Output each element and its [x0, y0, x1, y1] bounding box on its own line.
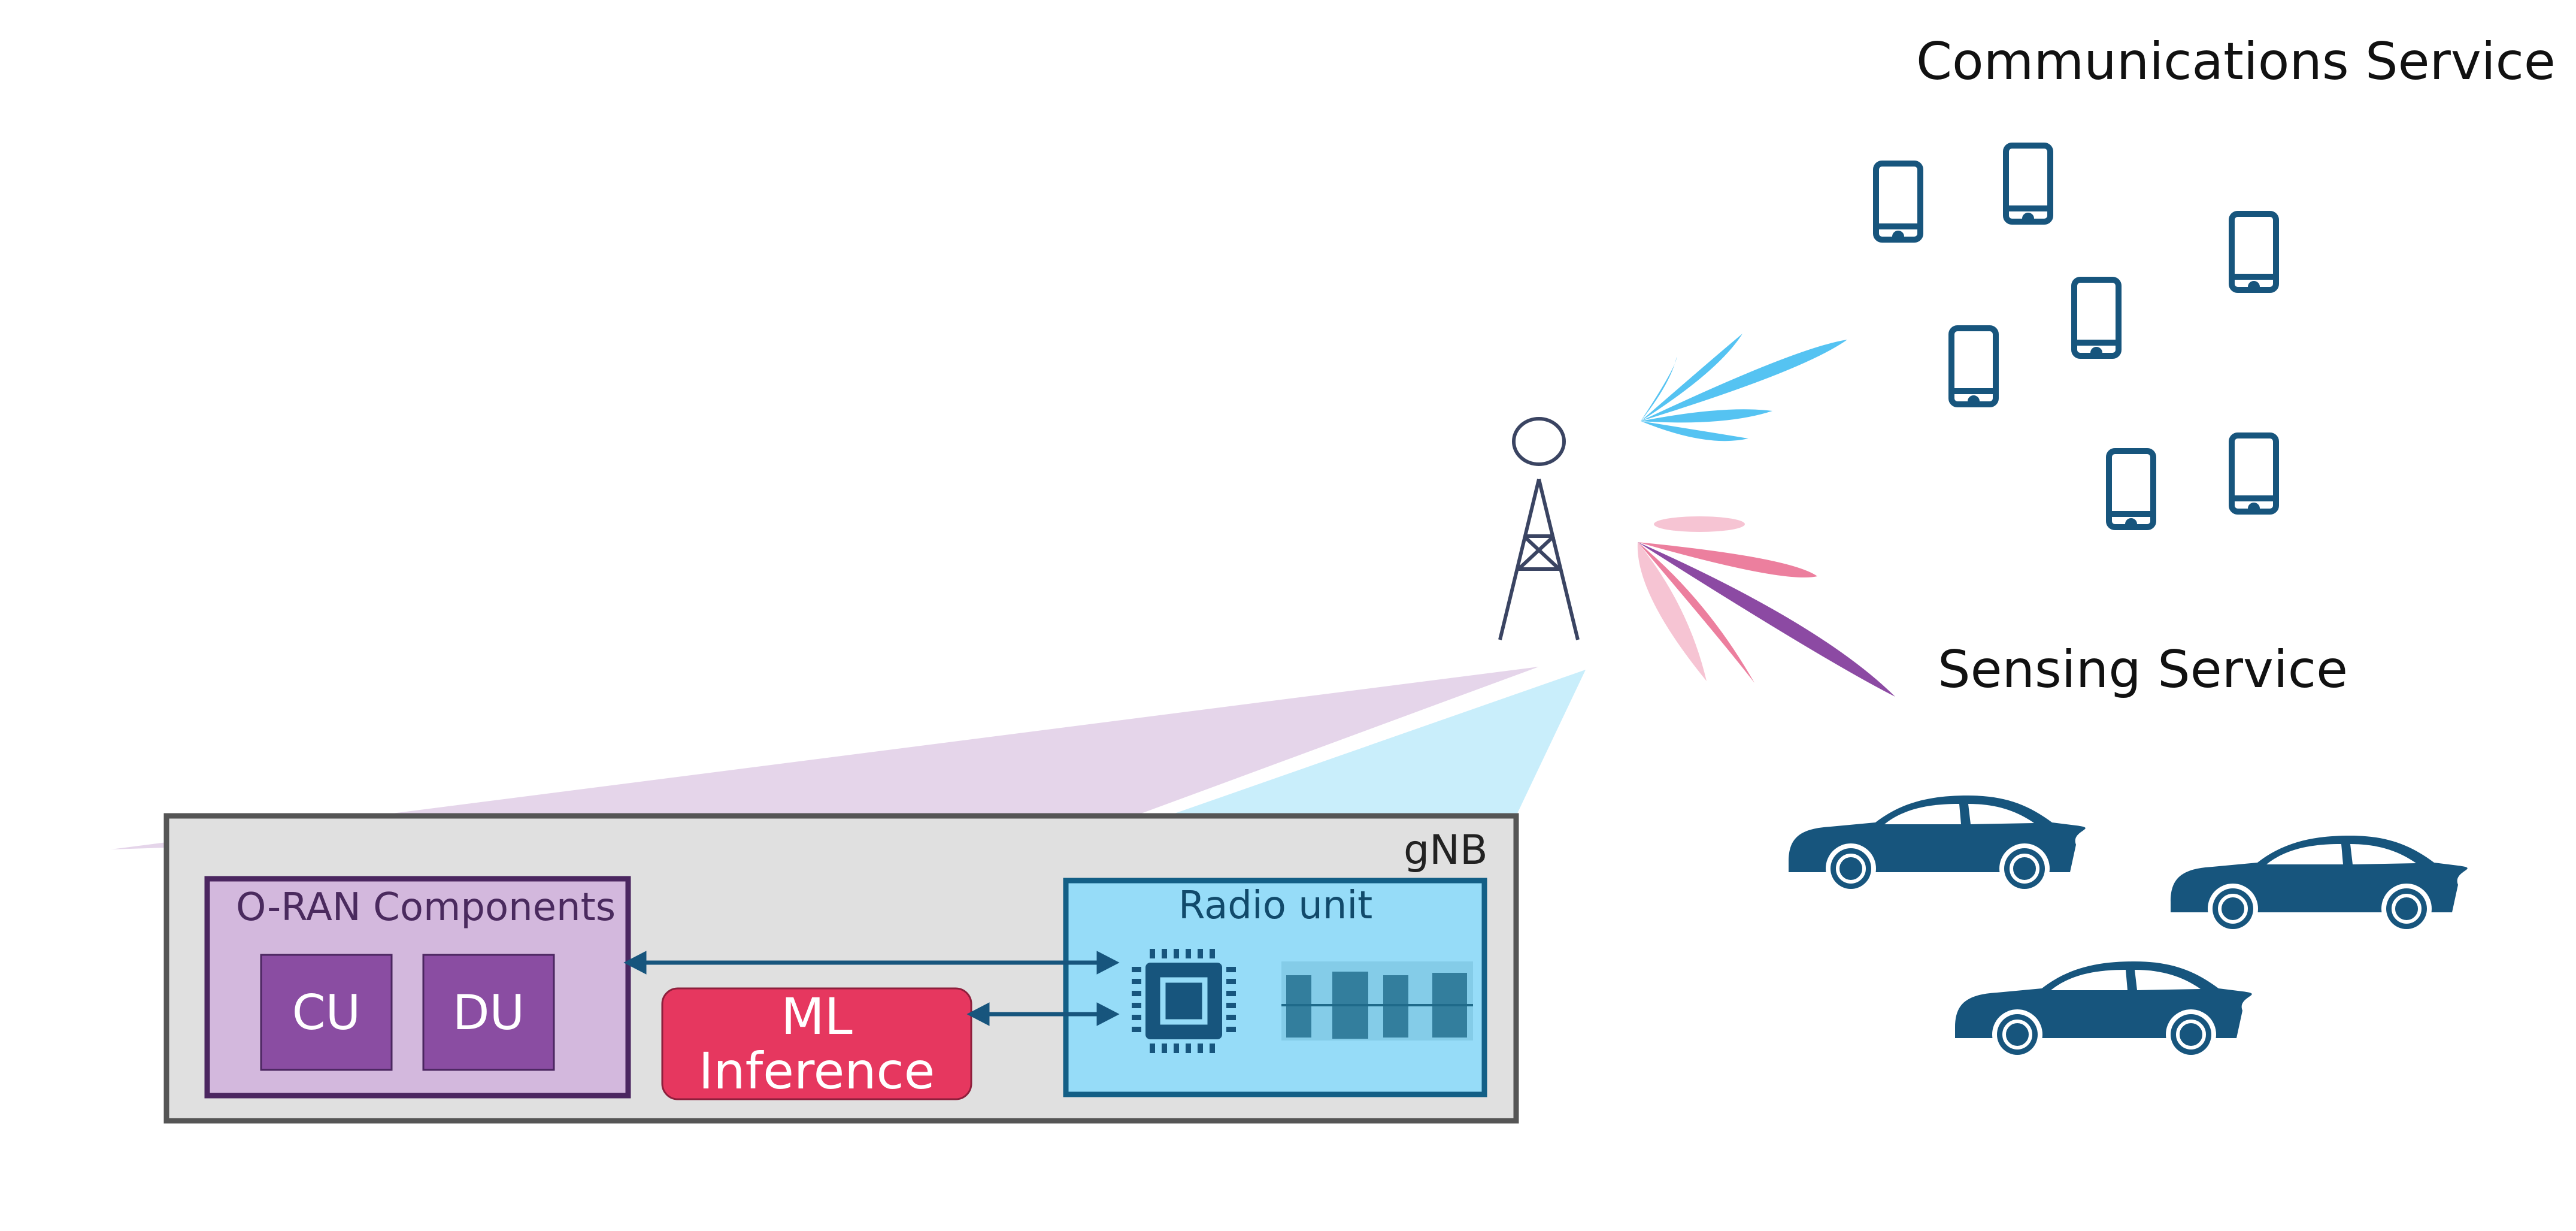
- car-icon: [1955, 961, 2252, 1060]
- waveform-icon: [1281, 961, 1473, 1041]
- cu-label: CU: [292, 984, 361, 1041]
- blue-projection-fan: [1168, 670, 1586, 816]
- communications-service-label: Communications Service: [1916, 32, 2556, 92]
- smartphones: [1873, 143, 2279, 530]
- ml-radio-arrow: [966, 1002, 1120, 1026]
- sensing-service-label: Sensing Service: [1938, 640, 2348, 700]
- smartphone-icon: [2071, 277, 2122, 359]
- radio-unit-label: Radio unit: [1178, 884, 1373, 928]
- sensing-beams: [1637, 516, 1895, 697]
- cu-box: [260, 954, 393, 1071]
- du-box: [422, 954, 555, 1071]
- oran-components-label: O-RAN Components: [236, 885, 616, 930]
- radio-unit-box: [1063, 878, 1487, 1097]
- smartphone-icon: [1873, 161, 1923, 243]
- car-icon: [2171, 836, 2468, 934]
- ml-inference-box: [661, 987, 972, 1100]
- smartphone-icon: [2229, 211, 2279, 293]
- antenna-tower-icon: [1498, 417, 1580, 640]
- smartphone-icon: [2106, 448, 2156, 530]
- oran-radio-arrow: [623, 951, 1120, 975]
- smartphone-icon: [1948, 325, 1999, 407]
- car-icon: [1789, 796, 2086, 894]
- smartphone-icon: [2229, 432, 2279, 515]
- gnb-label: gNB: [1404, 827, 1488, 874]
- purple-projection-fan: [111, 667, 1539, 849]
- ml-inference-label: ML Inference: [698, 987, 935, 1100]
- du-label: DU: [452, 984, 525, 1041]
- processor-chip-icon: [1132, 949, 1236, 1053]
- smartphone-icon: [2003, 143, 2053, 225]
- communication-beams: [1641, 334, 1847, 441]
